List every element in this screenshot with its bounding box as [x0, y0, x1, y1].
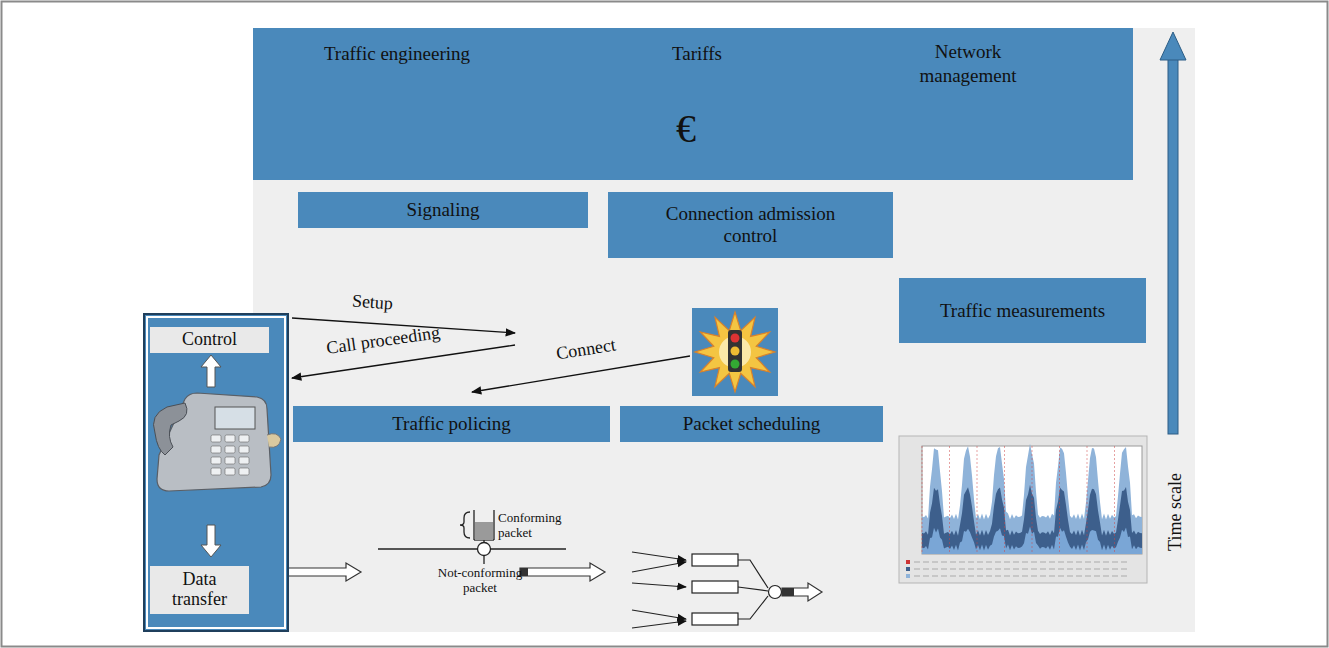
band-label: Traffic engineering: [277, 42, 517, 66]
packet-label: Conforming packet: [498, 511, 570, 541]
box-label: Traffic measurements: [923, 300, 1123, 322]
axis-label: Time scale: [1165, 473, 1186, 551]
traffic-chart: [899, 436, 1147, 583]
process-box: Signaling: [298, 192, 588, 228]
background-panel: [253, 28, 1195, 632]
process-box: Traffic policing: [293, 406, 610, 442]
process-box: Traffic measurements: [899, 278, 1146, 343]
time-scale-band: Traffic engineering Tariffs Network manage…: [253, 28, 1133, 180]
box-label: Connection admission control: [641, 203, 861, 247]
hollow-arrow: [520, 563, 605, 581]
connect-arrow: [472, 356, 690, 392]
packet-scheduler: [632, 552, 822, 628]
euro-symbol: €: [676, 106, 696, 152]
process-box: Connection admission control: [608, 192, 893, 258]
message-label: Setup: [351, 291, 393, 314]
control-box: Control: [150, 327, 269, 353]
box-label: Data transfer: [160, 570, 240, 610]
traffic-light-icon: [692, 308, 778, 396]
packet-label: Not-conforming packet: [430, 566, 530, 596]
call-proceeding-arrow: [292, 345, 515, 378]
box-label: Traffic policing: [392, 413, 511, 435]
time-scale-arrow: [1160, 32, 1186, 434]
box-label: Packet scheduling: [683, 413, 821, 435]
band-label: Network management: [903, 40, 1033, 88]
box-label: Control: [182, 330, 237, 350]
process-box: Packet scheduling: [620, 406, 883, 442]
box-label: Signaling: [407, 199, 480, 221]
band-label: Tariffs: [627, 42, 767, 66]
terminal-panel: ControlData transfer: [143, 313, 289, 632]
data-box: Data transfer: [150, 566, 249, 614]
